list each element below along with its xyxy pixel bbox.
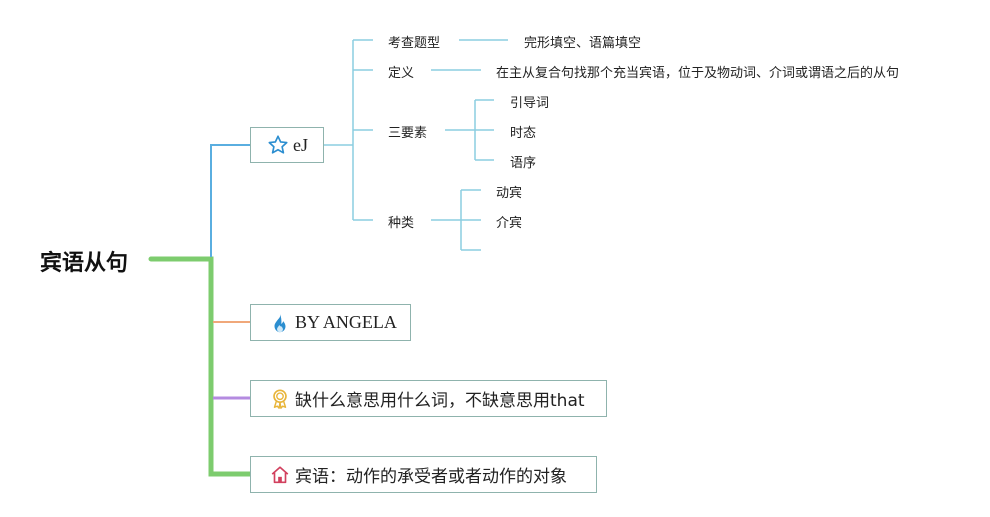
kind-item[interactable]: 动宾 (496, 186, 523, 201)
ej-children-connector (323, 39, 373, 221)
branch-concept[interactable]: 宾语：动作的承受者或者动作的对象 (250, 456, 597, 493)
element-item[interactable]: 引导词 (510, 96, 550, 111)
exam-types-detail[interactable]: 完形填空、语篇填空 (524, 36, 642, 51)
kinds-connector (431, 189, 481, 251)
branch-author-label: BY ANGELA (295, 312, 397, 332)
child-exam-types[interactable]: 考查题型 (388, 36, 441, 51)
star-icon (267, 134, 289, 156)
branch-ej[interactable]: eJ (250, 127, 324, 163)
three-elements-connector (445, 99, 494, 161)
child-kinds[interactable]: 种类 (388, 216, 415, 231)
definition-detail[interactable]: 在主从复合句找那个充当宾语，位于及物动词、介词或谓语之后的从句 (496, 66, 900, 81)
element-item[interactable]: 语序 (510, 156, 537, 171)
award-icon (269, 388, 291, 410)
fire-icon (269, 312, 291, 334)
home-icon (269, 464, 291, 486)
branch-tip-label: 缺什么意思用什么词，不缺意思用that (295, 391, 585, 411)
child-definition[interactable]: 定义 (388, 66, 415, 81)
branch-author[interactable]: BY ANGELA (250, 304, 411, 341)
branch-concept-label: 宾语：动作的承受者或者动作的对象 (295, 467, 567, 487)
ej-connector (210, 144, 250, 257)
branch-tip[interactable]: 缺什么意思用什么词，不缺意思用that (250, 380, 607, 417)
element-item[interactable]: 时态 (510, 126, 537, 141)
root-connector (148, 256, 253, 477)
root-topic[interactable]: 宾语从句 (40, 251, 129, 276)
kind-item[interactable]: 介宾 (496, 216, 523, 231)
child-three-elements[interactable]: 三要素 (388, 126, 428, 141)
branch-ej-label: eJ (293, 134, 308, 155)
